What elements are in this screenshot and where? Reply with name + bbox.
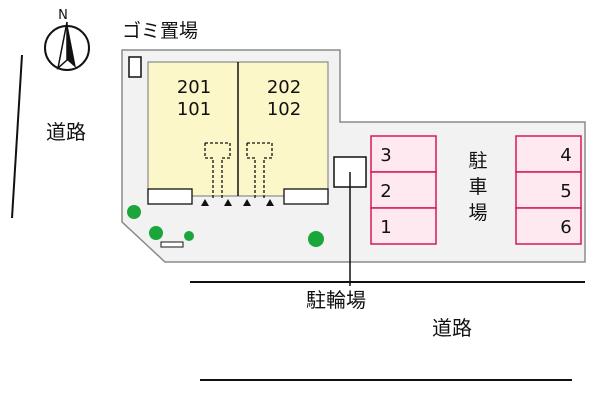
entrance-marker [201, 199, 209, 206]
garbage-label: ゴミ置場 [122, 20, 198, 42]
tree-icon [149, 226, 163, 240]
parking-space-1 [370, 207, 437, 245]
parking-space-6 [515, 207, 582, 245]
unit-102: 102 [267, 99, 301, 120]
parking-space-2 [370, 171, 437, 209]
road-label-left: 道路 [46, 120, 86, 144]
parking-label-char: 場 [468, 202, 487, 224]
unit-101: 101 [177, 99, 211, 120]
parking-number: 3 [380, 145, 391, 166]
parking-number: 4 [560, 145, 571, 166]
tree-icon [308, 231, 324, 247]
entrance-marker [224, 199, 232, 206]
entrance-marker [243, 199, 251, 206]
road-line-left [11, 54, 23, 219]
parking-number: 1 [380, 217, 391, 238]
parking-number: 6 [560, 217, 571, 238]
parking-left-column: 3 2 1 [370, 135, 437, 245]
compass-needle-icon [67, 22, 76, 68]
sign-board [160, 241, 184, 248]
equipment-box-left [147, 188, 193, 205]
road-label-bottom: 道路 [432, 316, 472, 340]
building: 201 101 202 102 [147, 61, 329, 206]
tree-icon [184, 231, 194, 241]
compass: N [44, 8, 90, 71]
parking-number: 5 [560, 181, 571, 202]
stair-outline-left [204, 142, 231, 198]
compass-north-label: N [58, 8, 68, 23]
parking-right-column: 4 5 6 [515, 135, 582, 245]
equipment-box-right [283, 188, 329, 205]
tree-icon [127, 205, 141, 219]
parking-number: 2 [380, 181, 391, 202]
garbage-area [128, 56, 142, 78]
stair-outline-right [246, 142, 273, 198]
unit-202: 202 [267, 77, 301, 98]
parking-label-char: 駐 [468, 150, 487, 172]
entrance-marker [266, 199, 274, 206]
bicycle-parking-label: 駐輪場 [306, 288, 366, 312]
unit-201: 201 [177, 77, 211, 98]
parking-label-char: 車 [468, 176, 487, 198]
parking-space-3 [370, 135, 437, 173]
